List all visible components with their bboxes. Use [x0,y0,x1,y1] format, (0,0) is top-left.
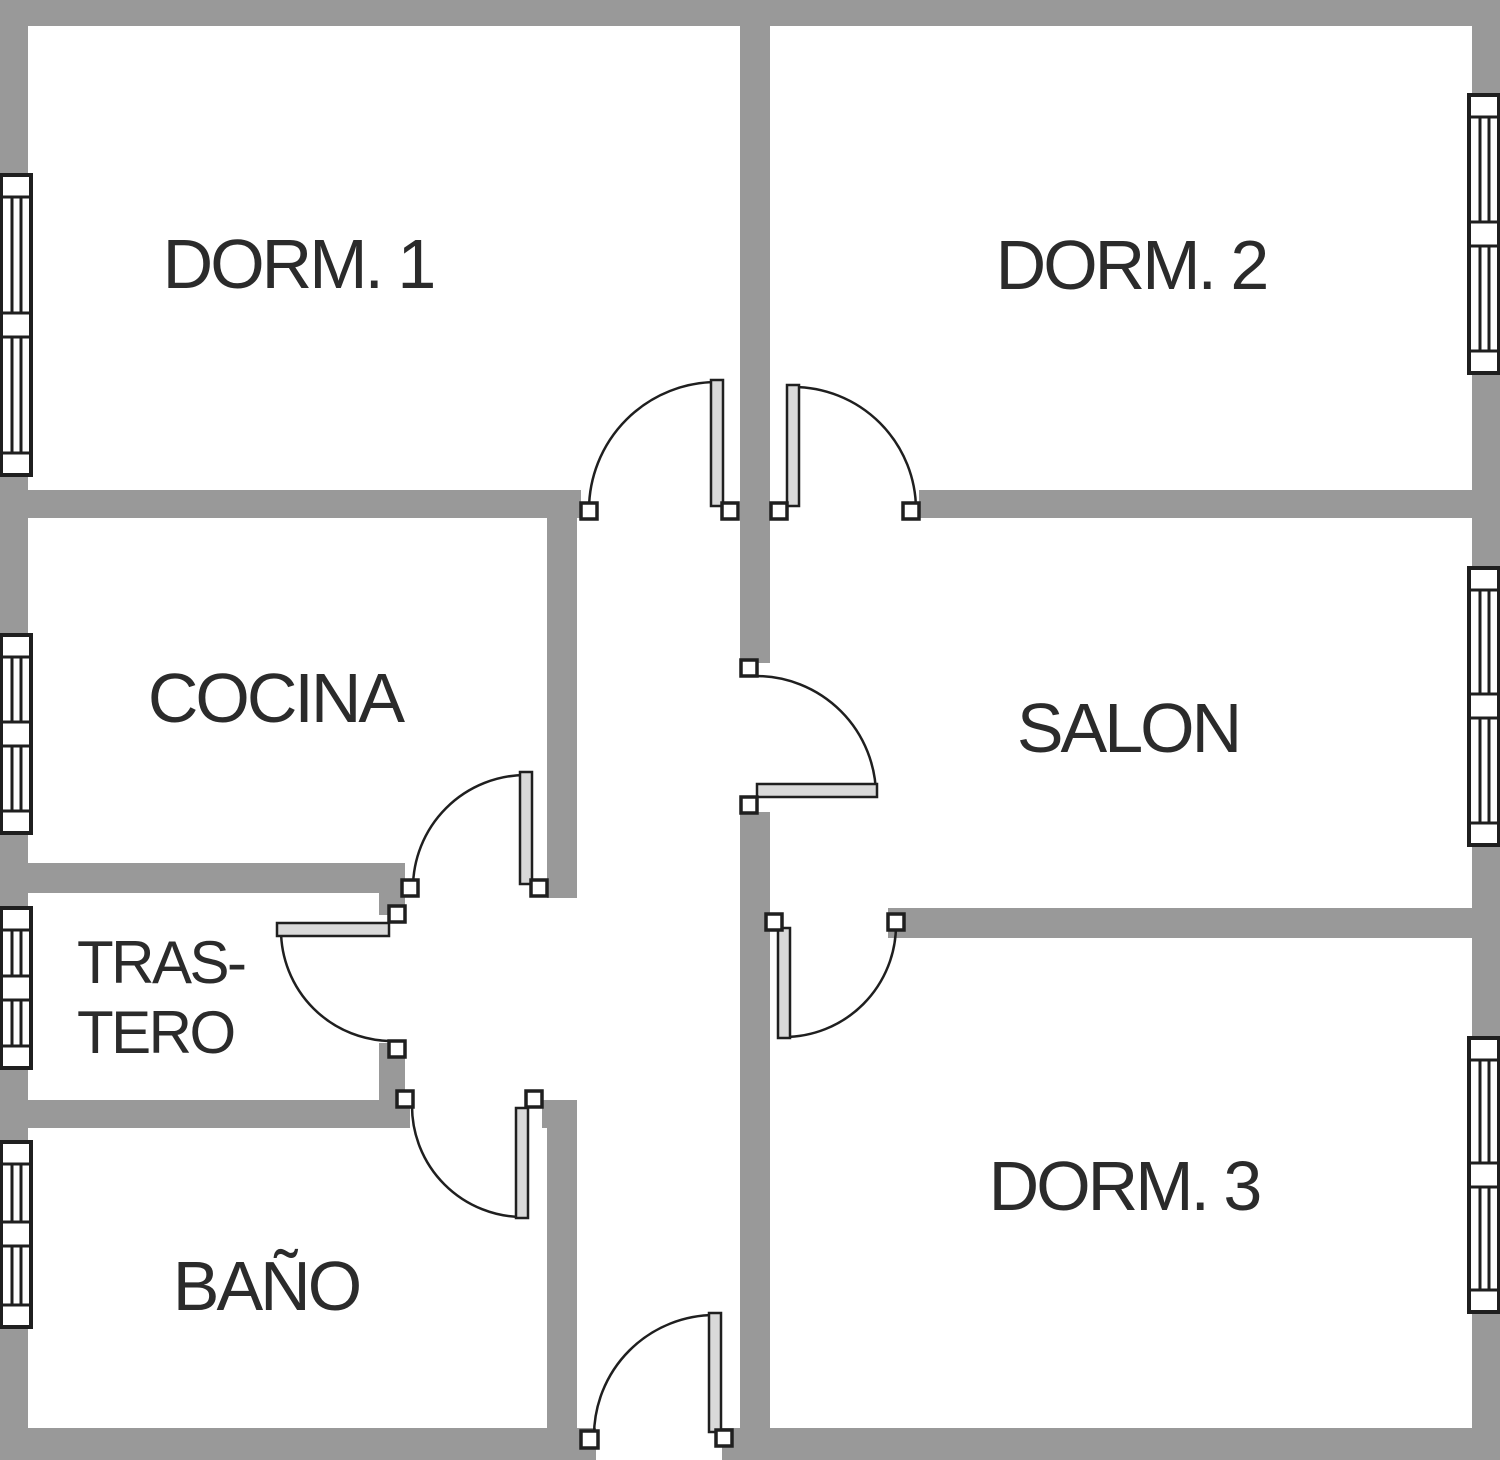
door-dorm2 [769,383,921,521]
window-frame [1467,93,1500,375]
door-strike-jamb [395,1089,415,1109]
window-frame [1467,1036,1500,1314]
door-strike-jamb [901,501,921,521]
door-hinge-jamb [720,501,740,521]
room-label-dorm2: DORM. 2 [996,226,1267,304]
door-swing-arc [755,674,878,797]
window-dorm1 [0,173,33,477]
wall-hall-central-lower [740,812,770,1460]
door-trastero [275,904,407,1059]
room-label-cocina: COCINA [148,659,406,737]
wall-exterior-top [0,0,1500,26]
wall-hall-central-upper [740,23,770,663]
door-hinge-jamb [524,1089,544,1109]
room-label-bano: BAÑO [173,1247,360,1325]
door-salon [739,658,879,815]
door-swing-arc [792,385,918,511]
window-frame [0,906,33,1070]
door-hinge-jamb [764,912,784,932]
door-strike-jamb [886,912,906,932]
window-frame [1467,566,1500,847]
window-dorm3 [1467,1036,1500,1314]
door-hinge-jamb [769,501,789,521]
door-strike-jamb [739,658,759,678]
door-leaf [755,782,879,799]
window-frame [0,173,33,477]
door-swing-arc [592,1313,716,1437]
wall-salon-bottom [888,908,1472,938]
window-muntins [1,655,31,813]
door-cocina [400,770,549,898]
door-leaf [275,921,391,938]
door-strike-jamb [400,878,420,898]
window-frame [0,1140,33,1329]
window-salon [1467,566,1500,847]
wall-trastero-bottom [0,1100,410,1128]
window-dorm2 [1467,93,1500,375]
window-muntins [1,1162,31,1307]
door-leaf [785,383,801,508]
wall-bano-right [547,1100,577,1460]
window-bano [0,1140,33,1329]
door-leaf [514,1106,530,1220]
door-swing-arc [279,929,393,1043]
door-swing-arc [587,380,718,511]
door-hinge-jamb [714,1428,734,1448]
door-leaf [707,1311,723,1434]
door-leaf [709,378,725,508]
door-leaf [518,770,534,886]
door-dorm3 [764,912,906,1040]
room-label-dorm1: DORM. 1 [163,225,434,303]
door-leaf [776,926,792,1040]
wall-exterior-bottom-left [0,1428,596,1460]
wall-cocina-bottom [28,863,405,893]
door-swing-arc [783,924,898,1039]
window-muntins [1469,115,1499,353]
door-bano [395,1089,544,1220]
door-strike-jamb [579,1429,600,1450]
wall-dorm2-bottom [919,490,1472,518]
window-muntins [1,195,31,455]
room-label-trastero-line2: TERO [77,999,234,1066]
window-muntins [1,928,31,1048]
room-label-dorm3: DORM. 3 [989,1147,1260,1225]
door-hinge-jamb [387,904,407,924]
window-muntins [1469,588,1499,825]
wall-exterior-bottom-right [722,1428,1500,1460]
door-hinge-jamb [529,878,549,898]
door-entrance [579,1311,734,1450]
door-strike-jamb [579,501,599,521]
wall-cocina-right [547,518,577,898]
room-label-trastero-line1: TRAS- [77,929,245,996]
door-swing-arc [411,773,527,889]
door-strike-jamb [387,1039,407,1059]
window-frame [0,633,33,835]
door-dorm1 [579,378,740,521]
wall-dorm1-bottom [28,490,581,518]
window-cocina [0,633,33,835]
door-swing-arc [410,1105,524,1219]
room-label-salon: SALON [1017,689,1239,767]
window-trastero [0,906,33,1070]
door-hinge-jamb [739,795,759,815]
window-muntins [1469,1058,1499,1292]
